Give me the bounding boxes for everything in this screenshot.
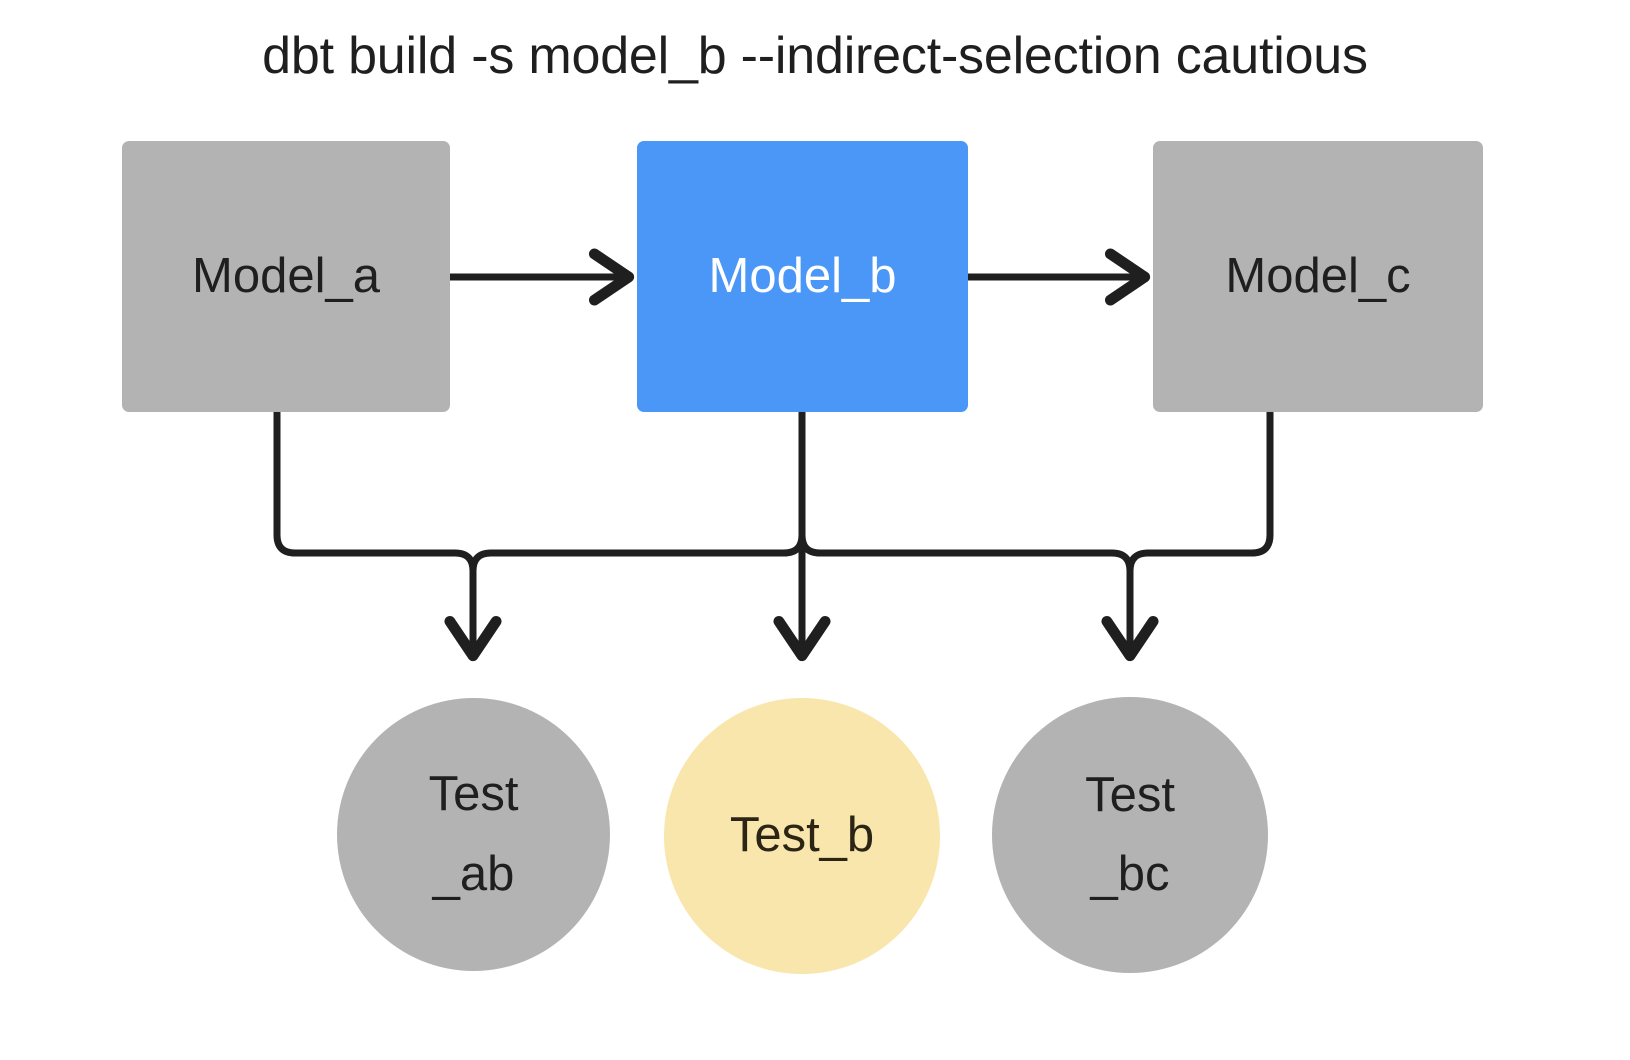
node-test-b[interactable]: Test_b bbox=[664, 698, 940, 974]
page-title: dbt build -s model_b --indirect-selectio… bbox=[262, 27, 1368, 85]
node-test-ab-label-line2: _ab bbox=[432, 846, 515, 901]
node-model-b-label: Model_b bbox=[708, 248, 897, 303]
node-test-b-label: Test_b bbox=[729, 808, 875, 863]
edge-model-c-to-test-bc bbox=[1126, 412, 1274, 572]
edge-model-b-to-test-bc bbox=[798, 412, 1159, 662]
node-test-ab-label-line1: Test bbox=[428, 767, 519, 822]
edge-model-b-to-test-ab bbox=[469, 412, 806, 572]
edge-model-a-to-test-ab bbox=[273, 412, 502, 662]
node-test-ab[interactable]: Test _ab bbox=[337, 698, 610, 971]
node-model-a-label: Model_a bbox=[192, 248, 380, 303]
node-model-c-label: Model_c bbox=[1225, 248, 1411, 303]
node-test-bc-label-line2: _bc bbox=[1090, 847, 1170, 901]
node-model-c[interactable]: Model_c bbox=[1153, 141, 1483, 412]
node-model-a[interactable]: Model_a bbox=[122, 141, 450, 412]
node-test-bc-label-line1: Test bbox=[1085, 767, 1175, 822]
node-test-bc[interactable]: Test _bc bbox=[992, 697, 1268, 973]
node-model-b[interactable]: Model_b bbox=[637, 141, 968, 412]
